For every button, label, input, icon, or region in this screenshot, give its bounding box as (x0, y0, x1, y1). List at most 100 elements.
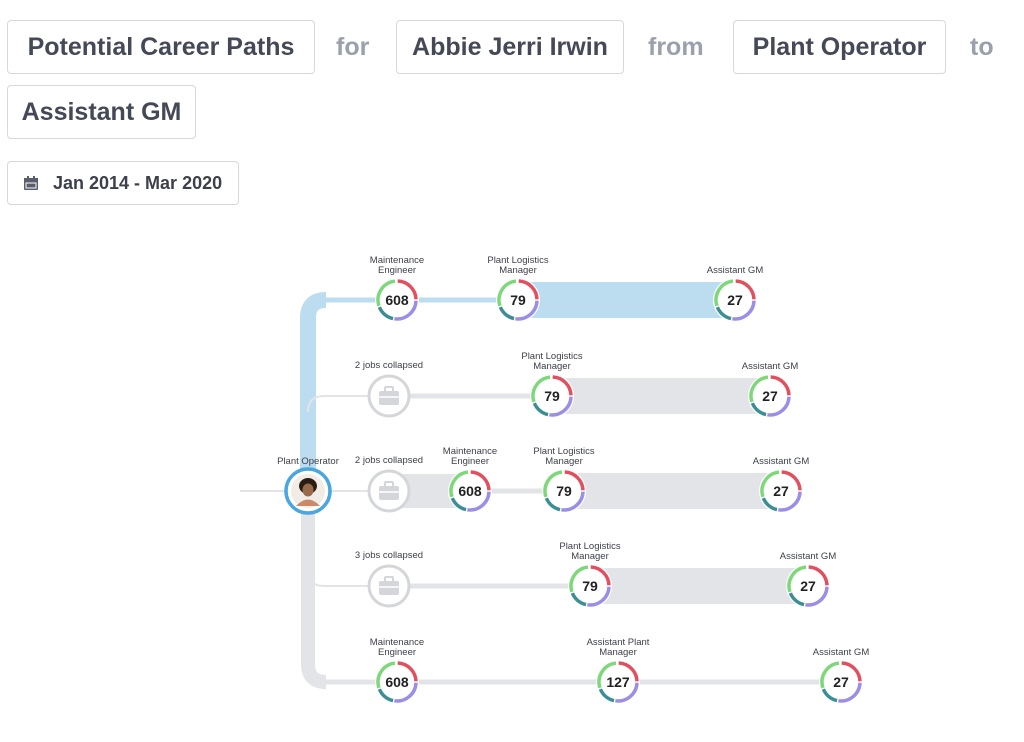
collapsed-jobs-node[interactable]: 3 jobs collapsed (355, 550, 423, 608)
node-label: 2 jobs collapsed (355, 455, 423, 466)
connector-to: to (970, 32, 994, 61)
ring-segment (598, 688, 615, 703)
briefcase-icon (379, 386, 399, 405)
node-label: Assistant GM (742, 361, 799, 372)
job-count: 27 (800, 578, 816, 594)
flow-segment (322, 395, 389, 397)
ring-segment (615, 682, 639, 703)
ring-segment (544, 497, 561, 512)
ring-segment (821, 688, 838, 703)
flow-segment (397, 297, 518, 303)
node-label: Manager (533, 361, 571, 372)
ring-segment (569, 565, 589, 593)
flow-segment (389, 583, 590, 589)
node-label: Maintenance (443, 446, 497, 457)
avatar (291, 474, 325, 508)
node-label: Assistant GM (780, 551, 837, 562)
job-count: 27 (773, 483, 789, 499)
ring-segment (532, 402, 549, 417)
node-label: Assistant GM (753, 456, 810, 467)
title-pill[interactable]: Potential Career Paths (7, 20, 315, 74)
ring-segment (761, 497, 778, 512)
job-node[interactable]: 27 Assistant GM (753, 456, 810, 513)
ring-segment (820, 661, 840, 689)
ring-segment (467, 491, 491, 512)
ring-segment (543, 470, 563, 498)
ring-segment (552, 375, 573, 396)
date-range-button[interactable]: Jan 2014 - Mar 2020 (7, 161, 239, 205)
branch-curve (307, 569, 325, 587)
job-count: 127 (606, 674, 630, 690)
trunk-highlighted (300, 292, 327, 469)
ring-segment (788, 592, 805, 607)
ring-segment (618, 661, 639, 682)
person-selector[interactable]: Abbie Jerri Irwin (396, 20, 624, 74)
briefcase-icon (379, 576, 399, 595)
person-name: Abbie Jerri Irwin (412, 32, 608, 61)
node-label: Engineer (451, 456, 489, 467)
flow-segment (326, 297, 397, 303)
job-count: 608 (458, 483, 482, 499)
node-label: Manager (499, 265, 537, 276)
from-role-label: Plant Operator (752, 32, 927, 61)
flow-segment (618, 679, 841, 685)
ring-segment (732, 300, 756, 321)
flow-segment (389, 393, 552, 399)
ring-segment (394, 682, 418, 703)
flow-segment (322, 490, 389, 492)
job-node[interactable]: 27 Assistant GM (780, 551, 837, 608)
node-label: Maintenance (370, 255, 424, 266)
ring-segment (781, 470, 802, 491)
node-label: Manager (599, 647, 637, 658)
ring-segment (590, 565, 611, 586)
ring-segment (750, 402, 767, 417)
from-role-selector[interactable]: Plant Operator (733, 20, 946, 74)
node-label: Plant Logistics (533, 446, 595, 457)
node-label: Manager (545, 456, 583, 467)
date-range-label: Jan 2014 - Mar 2020 (53, 172, 223, 193)
ring-segment (497, 279, 517, 307)
ring-segment (377, 306, 394, 321)
ring-segment (735, 279, 756, 300)
flow-segment (564, 473, 781, 509)
node-label: Assistant Plant (587, 637, 650, 648)
ring-segment (570, 592, 587, 607)
job-count: 608 (385, 674, 409, 690)
ring-segment (805, 586, 829, 607)
calendar-icon (24, 176, 38, 190)
node-label: Plant Logistics (487, 255, 549, 266)
node-label: Plant Logistics (559, 541, 621, 552)
ring-segment (376, 279, 396, 307)
collapsed-jobs-node[interactable]: 2 jobs collapsed (355, 360, 423, 418)
connector-for: for (336, 32, 370, 61)
node-label: Maintenance (370, 637, 424, 648)
flow-layer (240, 282, 841, 689)
ring-segment (470, 470, 491, 491)
ring-segment (838, 682, 862, 703)
trunk-bottom (301, 511, 327, 689)
node-label: Plant Logistics (521, 351, 583, 362)
node-label: Engineer (378, 265, 416, 276)
start-node[interactable]: Plant Operator (277, 456, 339, 515)
flow-segment (397, 679, 618, 685)
flow-segment (322, 585, 389, 587)
to-role-selector[interactable]: Assistant GM (7, 85, 196, 139)
ring-segment (377, 688, 394, 703)
node-label: Assistant GM (707, 265, 764, 276)
ring-segment (787, 565, 807, 593)
ring-segment (587, 586, 611, 607)
collapsed-jobs-node[interactable]: 2 jobs collapsed (355, 455, 423, 513)
ring-segment (449, 470, 469, 498)
